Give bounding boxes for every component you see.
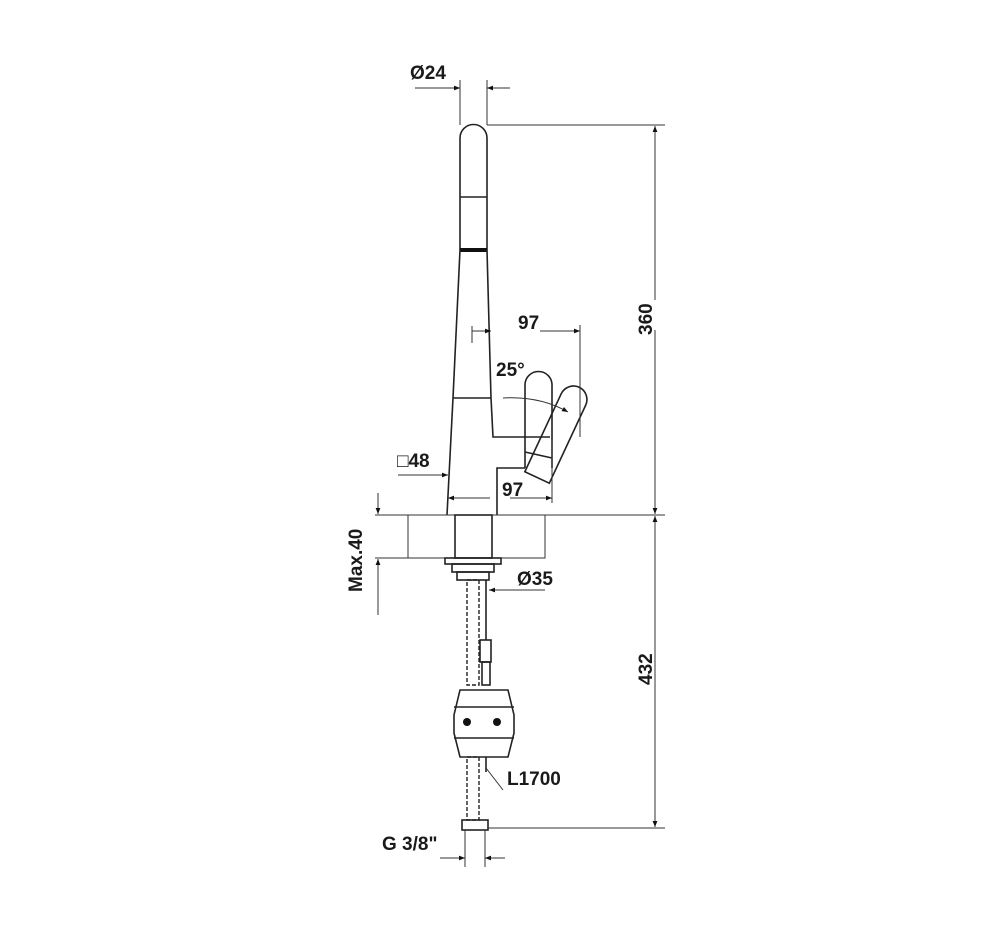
handle-reach-bottom-dimension: 97	[448, 440, 553, 503]
connection-thread-dimension: G 3/8"	[382, 830, 505, 867]
handle-reach-bottom-label: 97	[502, 480, 523, 501]
spout-diameter-dimension: Ø24	[410, 63, 510, 125]
handle-reach-top-dimension: 97	[471, 313, 581, 437]
lever-handle: 25°	[496, 360, 588, 485]
below-counter-height-dimension: 432	[488, 516, 665, 829]
total-height-dimension: 360	[487, 124, 665, 514]
base-square-dimension: □48	[397, 451, 448, 478]
mounting-and-hoses	[444, 557, 515, 831]
connection-thread-label: G 3/8"	[382, 834, 437, 855]
shank-diameter-label: Ø35	[517, 569, 553, 590]
faucet-body	[446, 123, 550, 516]
countertop-max-label: Max.40	[346, 529, 367, 592]
hose-length-label: L1700	[507, 769, 561, 790]
base-square-label: □48	[397, 451, 430, 472]
shank-diameter-dimension: Ø35	[489, 569, 553, 593]
countertop-section	[375, 514, 665, 559]
spout-diameter-label: Ø24	[410, 63, 446, 84]
total-height-label: 360	[636, 303, 657, 335]
hose-length-annotation: L1700	[485, 767, 561, 791]
handle-reach-top-label: 97	[518, 313, 539, 334]
handle-angle-label: 25°	[496, 360, 525, 381]
countertop-max-dimension: Max.40	[346, 493, 381, 615]
below-counter-height-label: 432	[636, 653, 657, 685]
